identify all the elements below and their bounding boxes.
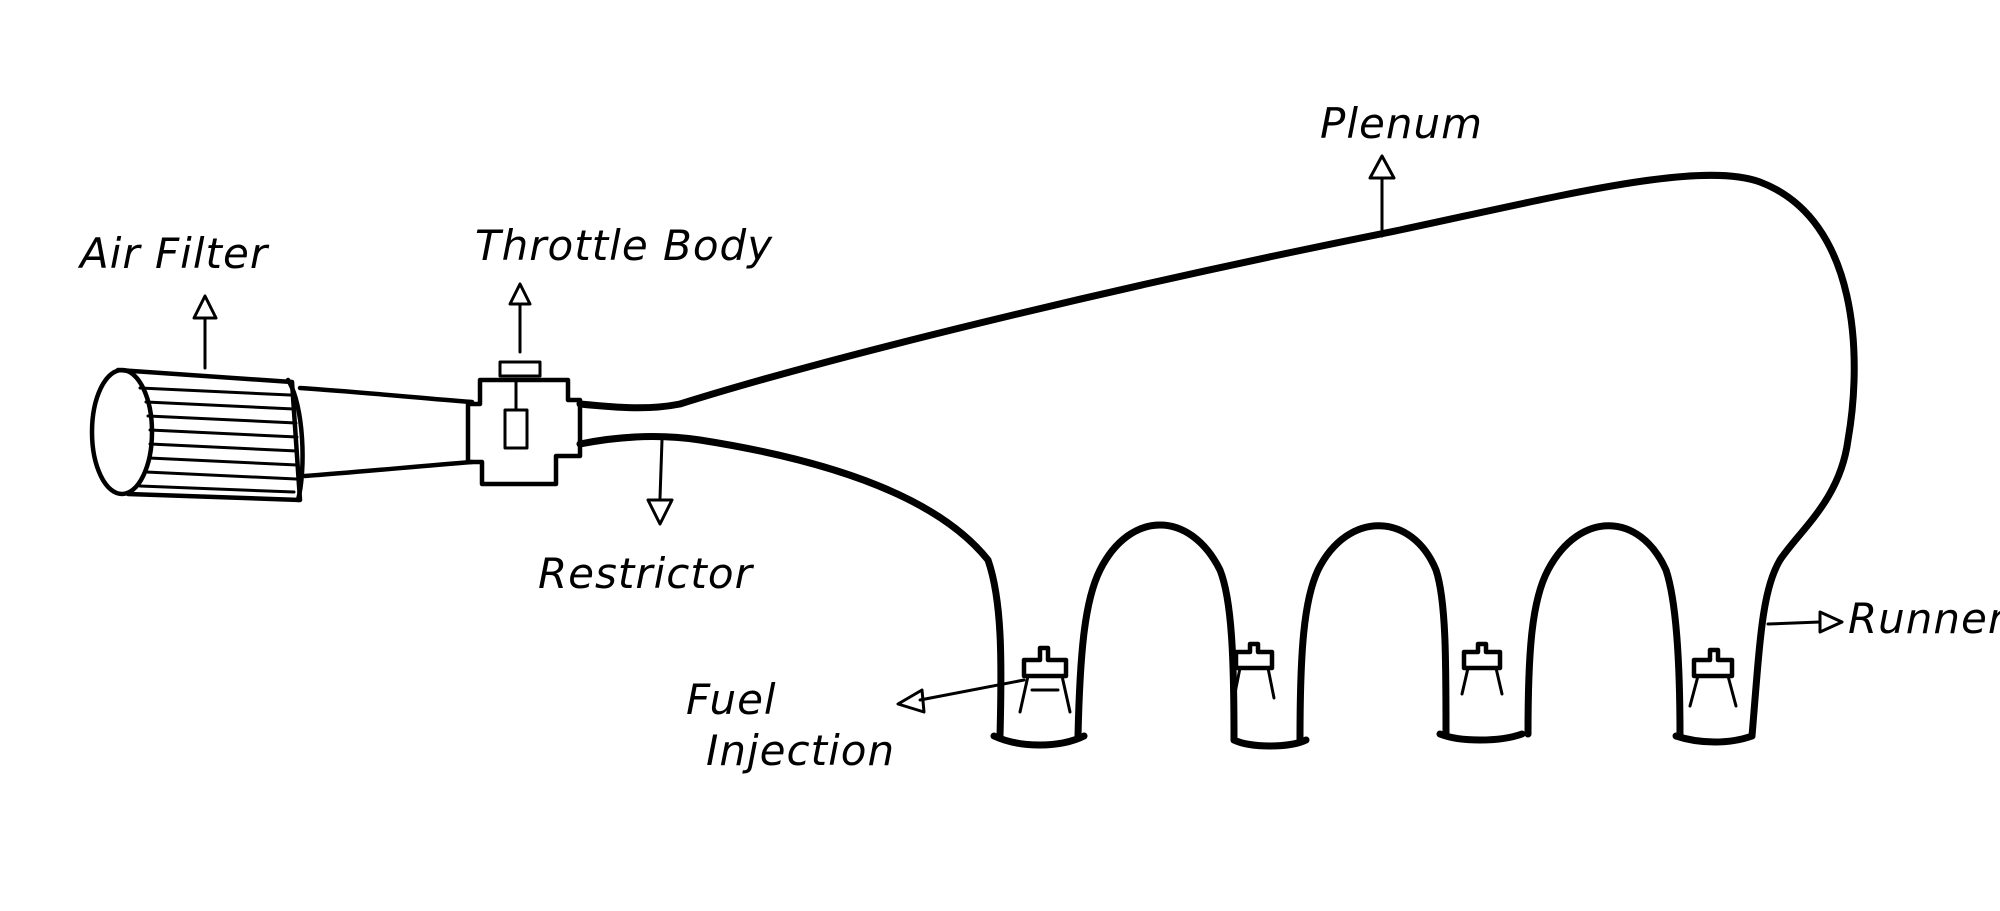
runners: [990, 521, 1756, 750]
fuel-injector-2: [1232, 641, 1276, 700]
air-filter-pleats: [138, 386, 299, 494]
fuel-injector-4: [1688, 647, 1738, 708]
fuel-injector-3: [1460, 641, 1504, 696]
plenum-arrow: [1368, 154, 1396, 238]
runner-label: Runner: [1848, 594, 2000, 643]
plenum: [576, 171, 1858, 740]
air-filter-arrow: [192, 294, 218, 370]
runner-arrow: [1766, 610, 1844, 634]
plenum-label: Plenum: [1320, 99, 1483, 148]
fuel-injection-arrow: [896, 678, 1026, 714]
fuel-injection-label-line2: Injection: [706, 726, 895, 775]
fuel-injector-1: [1018, 645, 1072, 714]
air-filter: [89, 367, 305, 503]
air-filter-label: Air Filter: [77, 229, 270, 278]
intake-tube: [297, 385, 475, 479]
restrictor-label: Restrictor: [538, 549, 755, 598]
fuel-injection-label-line1: Fuel: [686, 675, 777, 724]
throttle-body-label: Throttle Body: [475, 221, 773, 270]
throttle-body-arrow: [508, 282, 532, 354]
throttle-body: [465, 360, 583, 487]
restrictor-arrow: [646, 438, 674, 526]
